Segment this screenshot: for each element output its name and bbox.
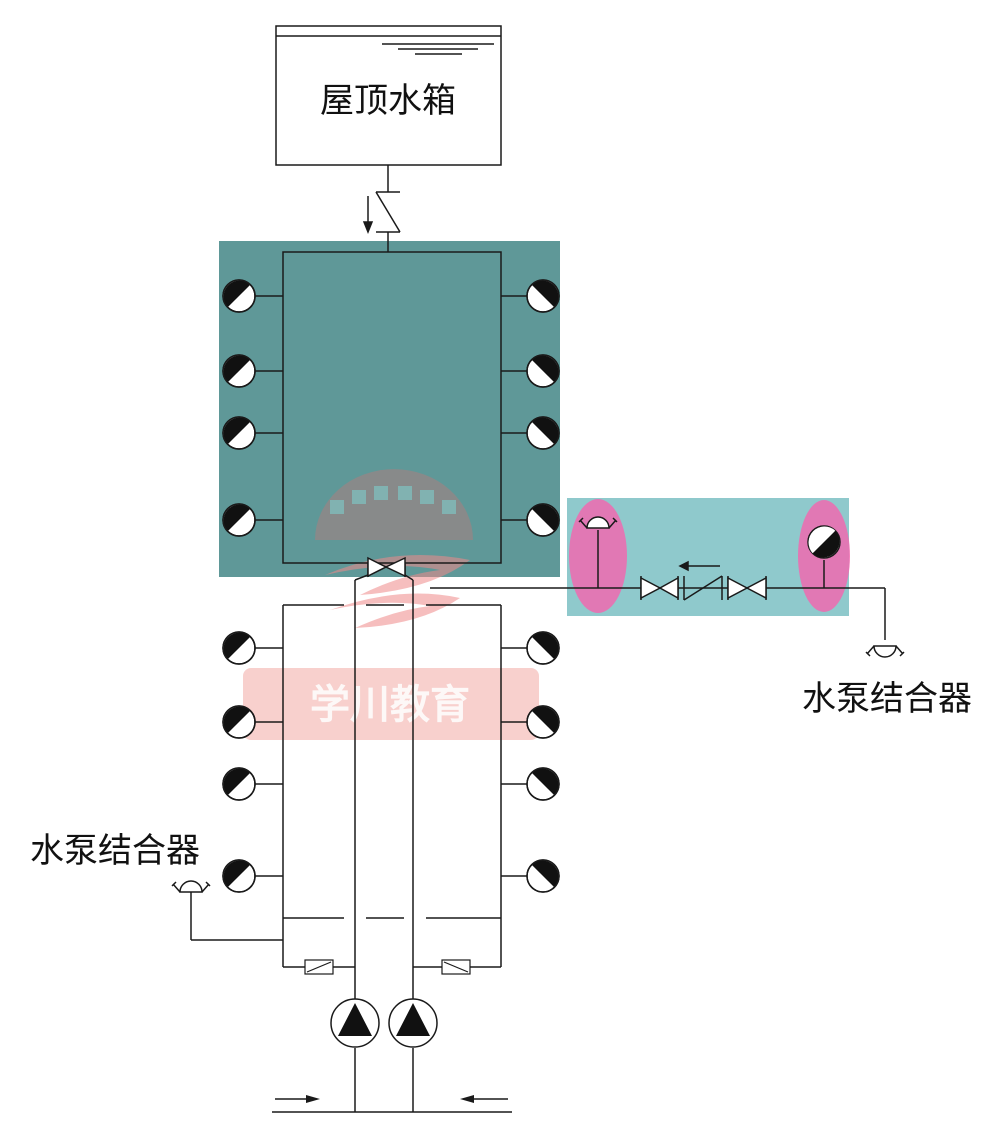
- lower-riser-loop: [282, 574, 502, 1012]
- lower-hydrants: [222, 631, 560, 893]
- hydrant-lower-left: [222, 705, 283, 739]
- hydrant-lower-left: [222, 767, 283, 801]
- pumps: [330, 998, 438, 1048]
- pump-adapter-inline-icon: [578, 516, 618, 529]
- hydrant-lower-left: [222, 631, 283, 665]
- flow-arrow-left: [275, 1095, 320, 1103]
- watermark-band: [243, 668, 539, 740]
- hydrant-lower-right: [501, 767, 560, 801]
- hydrant-upper-left: [222, 416, 283, 450]
- fire-pump: [388, 998, 438, 1048]
- connector-check-valve: [678, 560, 723, 601]
- connector-gate-valve-right: [727, 576, 767, 600]
- pump-adapter-right-label: 水泵结合器: [802, 679, 972, 719]
- zone-gate-valve: [367, 556, 406, 578]
- hydrant-lower-right: [501, 859, 560, 893]
- roof-tank: [275, 25, 502, 166]
- upper-riser-loop: [282, 251, 502, 564]
- bottom-check-valve-right: [441, 959, 471, 975]
- hydrant-upper-right: [501, 279, 560, 313]
- hydrant-upper-right: [501, 416, 560, 450]
- watermark-logo: [315, 469, 473, 628]
- upper-hydrants: [222, 279, 560, 537]
- hydrant-upper-right: [501, 503, 560, 537]
- inlet-pipe: [272, 1048, 512, 1113]
- pump-adapter-left-label: 水泵结合器: [30, 831, 200, 871]
- hydrant-lower-left: [222, 859, 283, 893]
- bottom-check-valve-left: [304, 959, 334, 975]
- hydrant-upper-left: [222, 354, 283, 388]
- hydrant-upper-left: [222, 279, 283, 313]
- flow-arrow-right: [460, 1095, 508, 1103]
- pump-adapter-right: [865, 645, 905, 658]
- hydrant-lower-right: [501, 631, 560, 665]
- connector-gate-valve-left: [640, 576, 679, 600]
- connector-pressure-gauge: [807, 525, 841, 559]
- fire-pump: [330, 998, 380, 1048]
- watermark-text: 学川教育: [310, 682, 470, 728]
- tank-check-valve: [362, 165, 401, 252]
- hydrant-lower-right: [501, 705, 560, 739]
- pump-adapter-left: [171, 880, 283, 941]
- roof-tank-label: 屋顶水箱: [320, 81, 456, 121]
- hydrant-upper-right: [501, 354, 560, 388]
- hydrant-upper-left: [222, 503, 283, 537]
